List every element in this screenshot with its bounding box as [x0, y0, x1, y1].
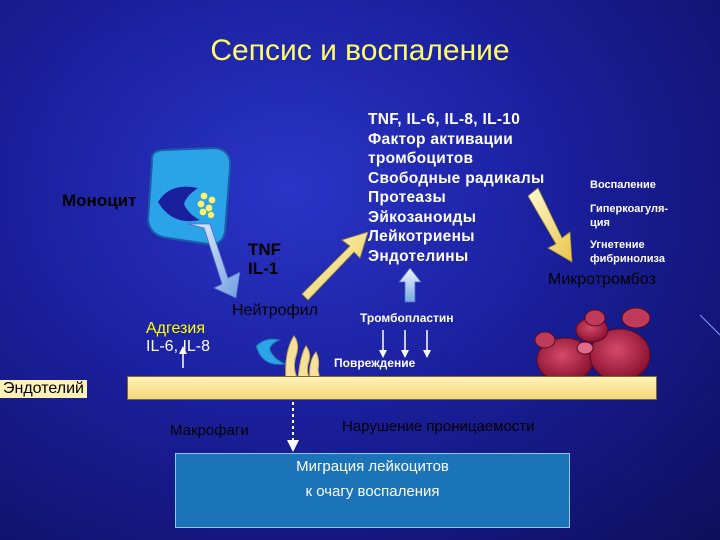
thromboplastin-label: Тромбопластин: [360, 311, 454, 325]
macrophages-label: Макрофаги: [170, 422, 249, 439]
endothelium-bar: [127, 376, 657, 400]
neutrophil-label: Нейтрофил: [232, 302, 318, 319]
page-title: Сепсис и воспаление: [210, 34, 510, 67]
monocyte-cell: [146, 146, 232, 246]
endothelium-label: Эндотелий: [0, 380, 87, 398]
arrow-to-mediators: [301, 231, 369, 301]
monocyte-label: Моноцит: [62, 191, 137, 210]
damage-label: Повреждение: [334, 356, 416, 370]
adhesion-label: Адгезия: [146, 320, 205, 337]
migration-line-2: к очагу воспаления: [305, 483, 440, 500]
permeability-label: Нарушение проницаемости: [342, 418, 535, 435]
arrow-to-microthrombus: [527, 187, 573, 263]
microthrombus-cells: [534, 307, 651, 383]
mediators-list: TNF, IL-6, IL-8, IL-10 Фактор активации …: [368, 111, 545, 265]
adhesion-il-label: IL-6, IL-8: [146, 338, 211, 355]
arrow-thromboplastin: [398, 267, 422, 303]
damage-arrows: [382, 330, 428, 352]
activated-cells: [285, 335, 321, 381]
migration-box: Миграция лейкоцитов к очагу воспаления: [175, 453, 570, 528]
microthrombus-label: Микротромбоз: [548, 271, 656, 288]
migration-line-1: Миграция лейкоцитов: [296, 458, 449, 475]
tnf-il1-label: TNF IL-1: [248, 240, 282, 278]
neutrophil-cell: [255, 338, 288, 366]
effects-list: Воспаление Гиперкоагуля- ция Угнетение ф…: [590, 179, 669, 265]
arrow-monocyte-neutrophil: [187, 223, 241, 299]
